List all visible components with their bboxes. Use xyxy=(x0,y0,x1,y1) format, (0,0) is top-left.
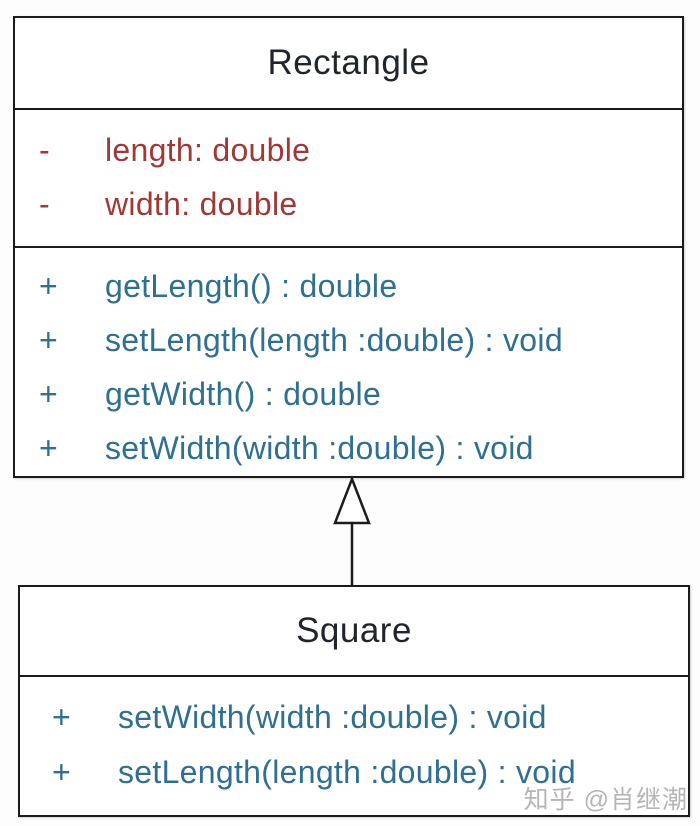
class-title-square: Square xyxy=(20,587,688,677)
method-label: getWidth() : double xyxy=(105,375,382,412)
class-box-square: Square + setWidth(width :double) : void … xyxy=(18,585,690,817)
attribute-row: - width: double xyxy=(15,177,682,231)
rectangle-methods-compartment: + getLength() : double + setLength(lengt… xyxy=(15,248,682,475)
visibility-public-sign: + xyxy=(39,375,58,412)
method-row: + getLength() : double xyxy=(15,259,682,313)
method-row: + setLength(length :double) : void xyxy=(20,745,688,800)
method-label: getLength() : double xyxy=(105,267,398,304)
inheritance-arrow-icon xyxy=(333,477,371,586)
method-row: + setLength(length :double) : void xyxy=(15,313,682,367)
method-label: setLength(length :double) : void xyxy=(105,321,563,358)
method-row: + setWidth(width :double) : void xyxy=(20,690,688,745)
method-label: setLength(length :double) : void xyxy=(118,754,576,790)
attribute-label: width: double xyxy=(105,185,298,222)
visibility-private-sign: - xyxy=(39,185,50,222)
class-title-rectangle: Rectangle xyxy=(15,18,682,110)
square-methods-compartment: + setWidth(width :double) : void + setLe… xyxy=(20,677,688,800)
visibility-public-sign: + xyxy=(39,321,58,358)
class-box-rectangle: Rectangle - length: double - width: doub… xyxy=(13,16,684,478)
method-label: setWidth(width :double) : void xyxy=(118,699,547,735)
method-row: + getWidth() : double xyxy=(15,367,682,421)
method-row: + setWidth(width :double) : void xyxy=(15,421,682,475)
attribute-label: length: double xyxy=(105,131,311,168)
visibility-public-sign: + xyxy=(39,429,58,466)
visibility-public-sign: + xyxy=(39,267,58,304)
rectangle-attributes-compartment: - length: double - width: double xyxy=(15,110,682,248)
visibility-private-sign: - xyxy=(39,131,50,168)
method-label: setWidth(width :double) : void xyxy=(105,429,534,466)
attribute-row: - length: double xyxy=(15,123,682,177)
visibility-public-sign: + xyxy=(52,699,71,735)
visibility-public-sign: + xyxy=(52,754,71,790)
